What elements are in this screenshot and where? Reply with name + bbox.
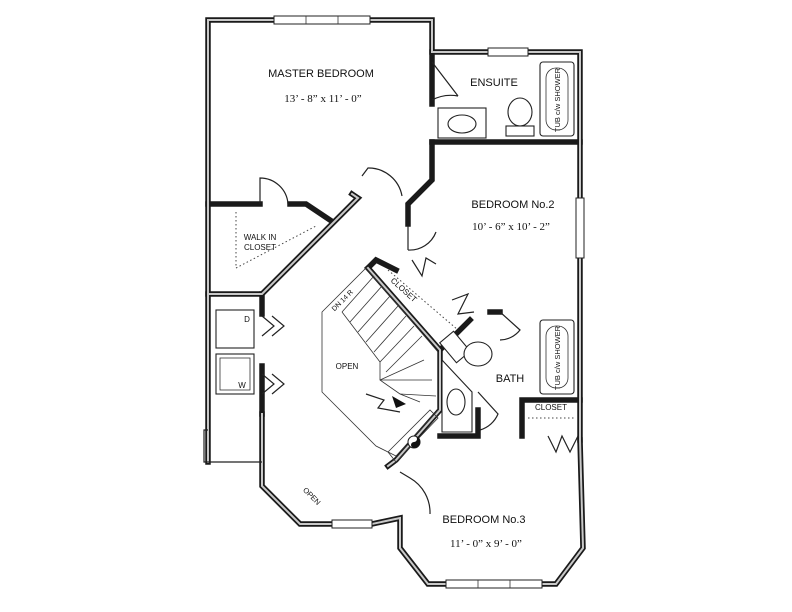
door-master-2 (361, 167, 403, 197)
bedroom2-west-wall (405, 139, 435, 227)
tub-label-bath: TUB c/w SHOWER (553, 325, 562, 390)
door-master-1 (259, 177, 289, 205)
bath-tub-inner (545, 325, 569, 389)
walkin-closet-label-2: CLOSET (244, 243, 276, 252)
bath-closet-wall (519, 397, 583, 439)
room-label-bedroom2: BEDROOM No.2 (471, 199, 554, 211)
stair-wall-core (366, 266, 441, 468)
door-laundry-1 (261, 315, 285, 337)
window-bedroom2-east (575, 197, 585, 259)
stair-lower-landing (387, 409, 439, 463)
window-bedroom3-south (445, 579, 543, 589)
bath-tub (539, 319, 575, 395)
stair-wall-top (364, 256, 400, 274)
bath-toilet-tank (438, 330, 472, 364)
window-master-north (273, 15, 371, 25)
open-hall-label: OPEN (301, 486, 322, 507)
closet-rods (235, 212, 576, 419)
stair-tread-7 (385, 335, 423, 373)
walkin-closet-label-1: WALK IN (244, 233, 277, 242)
stair-closet-rod (387, 269, 459, 331)
bath-south-wall (437, 407, 481, 439)
door-bath (477, 391, 499, 431)
windows (203, 15, 585, 589)
walkin-closet-rod (235, 212, 317, 269)
dryer (215, 309, 255, 349)
stair-tread-6 (379, 325, 415, 363)
door-bedroom3 (399, 471, 431, 515)
room-size-bedroom2: 10’ - 6” x 10’ - 2” (472, 221, 550, 233)
fixtures (215, 61, 575, 449)
open-area-outline (321, 267, 439, 457)
washer-label: W (238, 381, 246, 390)
window-ensuite-north (487, 47, 529, 57)
ensuite-toilet-icon (507, 97, 533, 127)
window-hall-south (331, 519, 373, 529)
room-label-ensuite: ENSUITE (470, 77, 518, 89)
stair-tread-1 (341, 275, 375, 313)
door-bedroom2 (407, 226, 437, 251)
room-size-master: 13’ - 8” x 11’ - 0” (284, 93, 361, 105)
stair-landing-1 (379, 359, 425, 381)
ensuite-toilet-tank (505, 125, 535, 137)
door-closet-bath (547, 434, 579, 454)
master-south-wall-mid (287, 201, 334, 224)
washer (215, 353, 255, 395)
ensuite-tub (539, 61, 575, 137)
stair-landing-3 (399, 393, 437, 397)
closet-corner-wall-core (207, 192, 360, 295)
stair-tread-3 (357, 295, 391, 333)
ensuite-tub-inner (545, 67, 569, 131)
stair-tread-2 (349, 285, 383, 323)
bath-toilet-icon (463, 341, 493, 367)
laundry-bump-out (203, 429, 262, 463)
room-label-bath: BATH (496, 373, 525, 385)
bath-sink-icon (446, 388, 466, 416)
door-bath-2 (499, 311, 521, 341)
room-label-bedroom3: BEDROOM No.3 (442, 514, 525, 526)
closet-corner-wall (205, 190, 363, 297)
ensuite-sink-icon (447, 114, 477, 134)
door-closet-stair-1 (411, 257, 437, 278)
stair-tread-5 (373, 315, 407, 353)
exterior-wall-core (207, 19, 581, 463)
exterior-wall-left-lower-core (261, 413, 333, 525)
doors (259, 61, 579, 515)
room-size-bedroom3: 11’ - 0” x 9’ - 0” (450, 538, 522, 550)
exterior-wall-right-lower (368, 437, 586, 587)
stair (321, 267, 439, 463)
door-laundry-2 (261, 373, 285, 395)
washer-lid (219, 357, 251, 391)
closet-bath-label: CLOSET (535, 403, 567, 412)
wall-cores (207, 19, 585, 585)
stair-break-line (365, 393, 401, 413)
room-label-master: MASTER BEDROOM (268, 68, 374, 80)
exterior-wall-right-lower-core (370, 438, 585, 585)
door-ensuite (431, 61, 459, 101)
dryer-label: D (244, 315, 250, 324)
stair-tread-4 (365, 305, 399, 343)
tub-label-ensuite: TUB c/w SHOWER (553, 67, 562, 132)
stair-direction-arrow-icon (392, 396, 406, 408)
door-closet-stair-2 (451, 292, 475, 315)
exterior-wall-left-lower (259, 411, 335, 527)
water-heater-mark (411, 436, 420, 448)
open-stair-label: OPEN (336, 362, 359, 371)
